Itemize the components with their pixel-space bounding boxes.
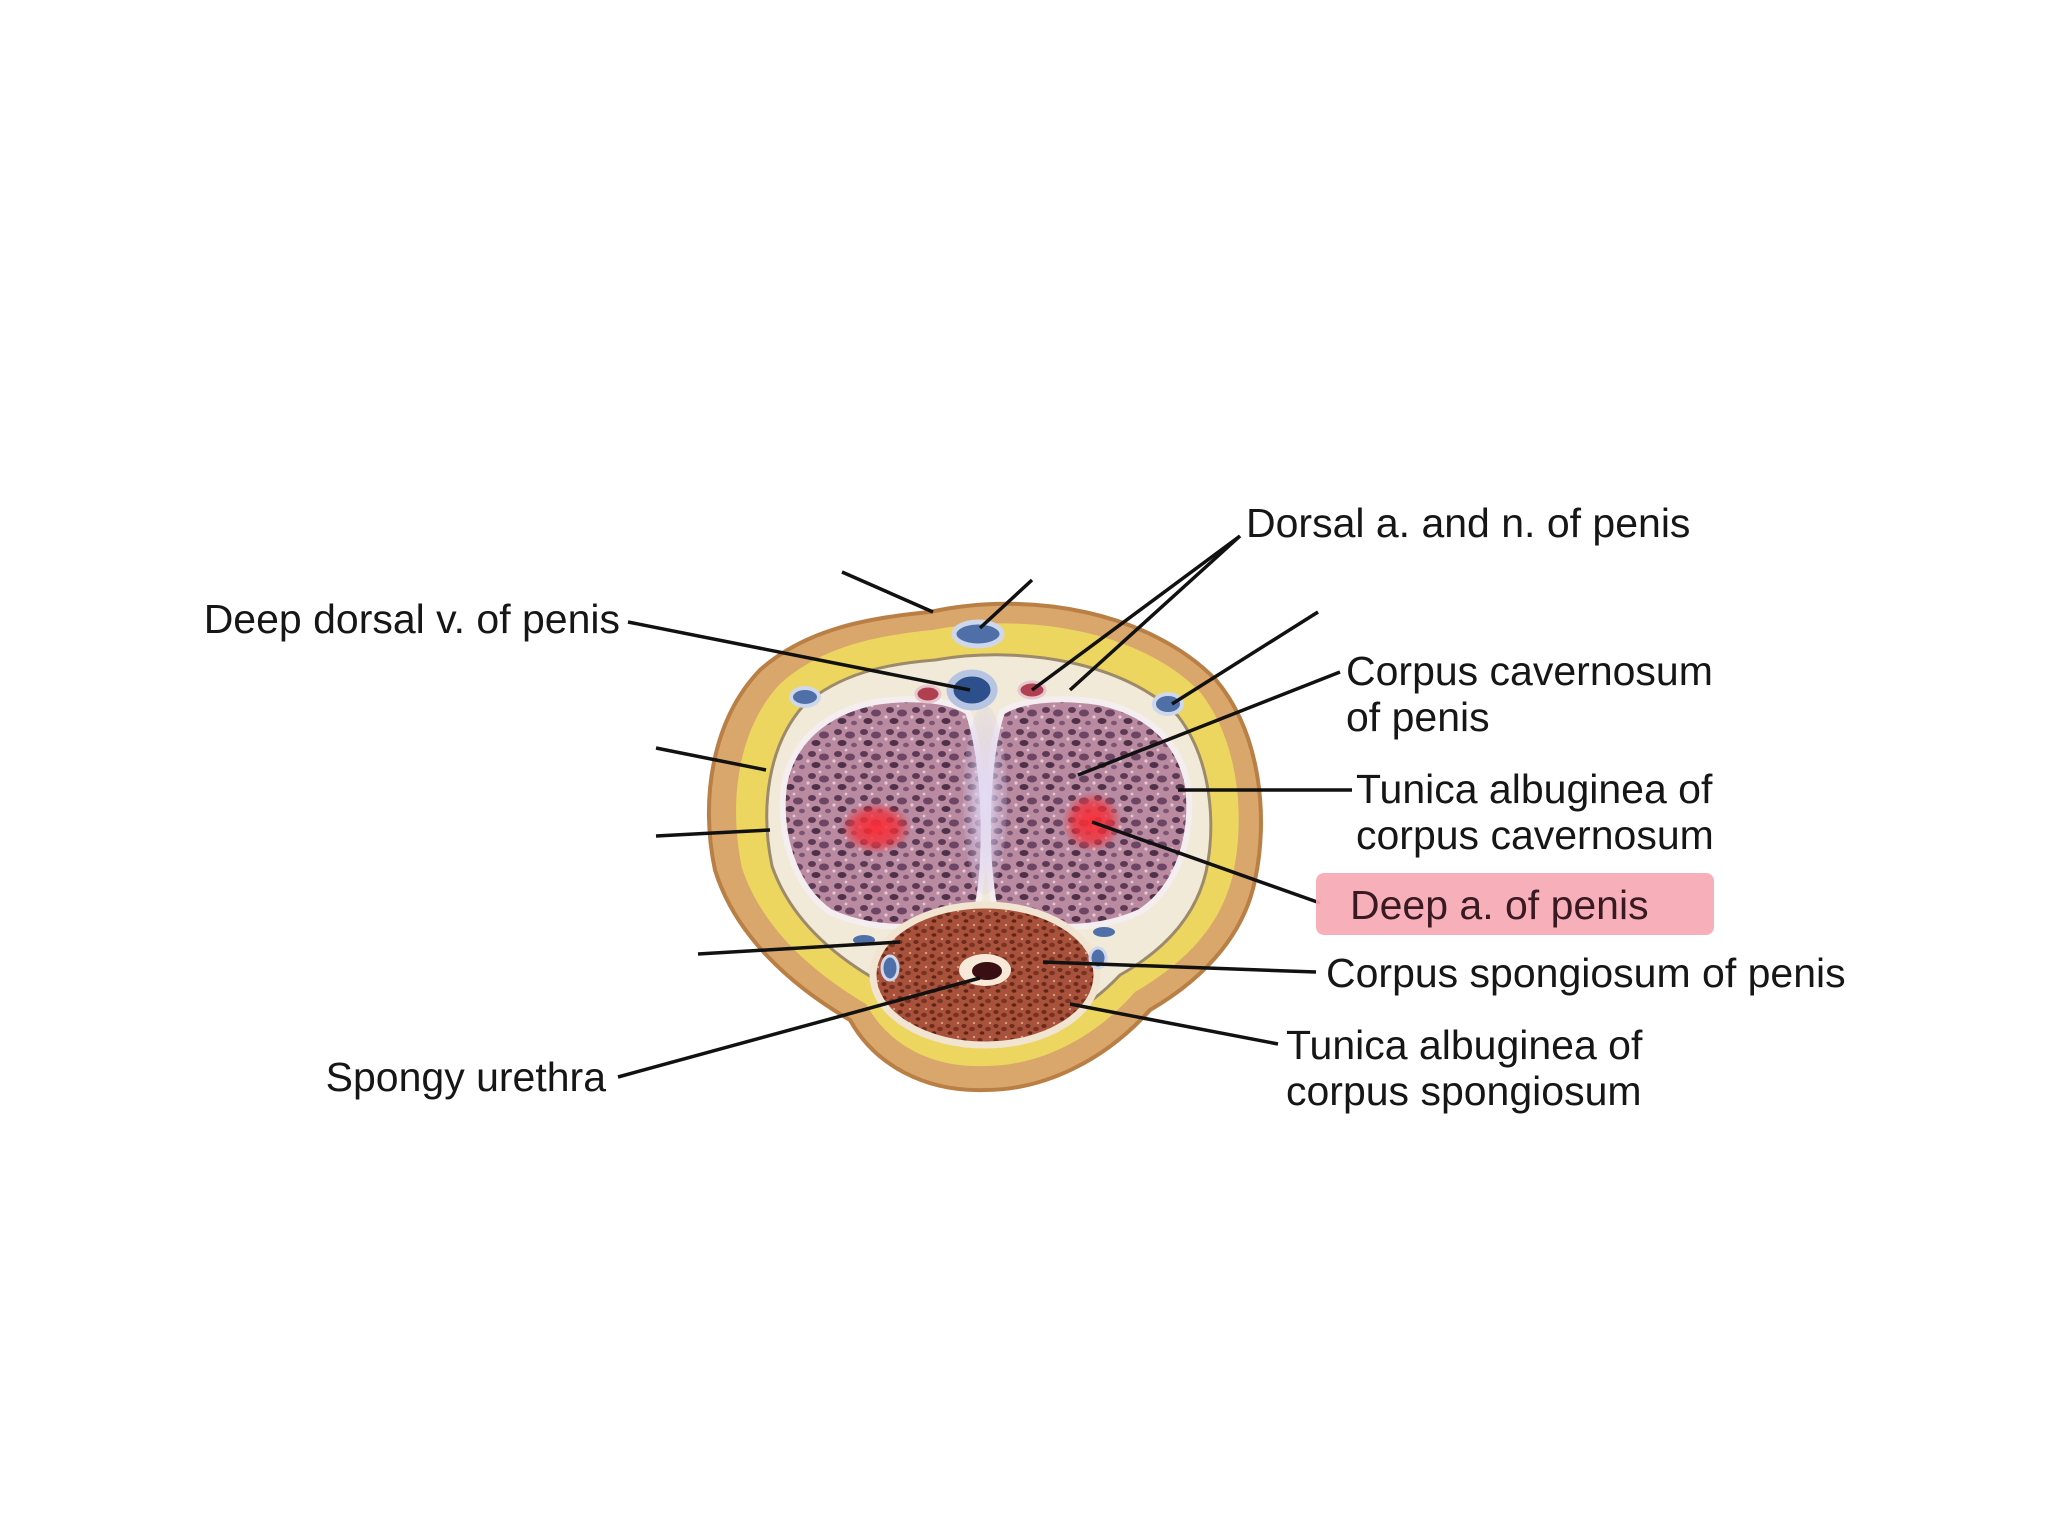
left-deep-artery-region bbox=[840, 802, 912, 854]
label-tunica-albuginea-spongiosum: Tunica albuginea of corpus spongiosum bbox=[1286, 1022, 1643, 1114]
left-lateral-vein bbox=[789, 686, 821, 708]
leader-corpus-cavernosum bbox=[1077, 670, 1341, 777]
right-small-vessel bbox=[1093, 927, 1115, 937]
leader-tunica-spongiosum bbox=[1069, 1002, 1279, 1046]
label-dorsal-artery-nerve: Dorsal a. and n. of penis bbox=[1246, 500, 1691, 546]
label-deep-artery: Deep a. of penis bbox=[1350, 882, 1649, 928]
left-inferior-vein bbox=[880, 954, 900, 982]
leader-top-left bbox=[841, 570, 934, 614]
label-spongy-urethra: Spongy urethra bbox=[325, 1054, 606, 1100]
label-tunica-albuginea-cavernosum: Tunica albuginea of corpus cavernosum bbox=[1356, 766, 1714, 858]
deep-artery-highlight bbox=[1316, 873, 1714, 935]
leader-top-mid bbox=[978, 578, 1034, 630]
leader-top-right bbox=[1171, 610, 1319, 706]
leader-left-2 bbox=[655, 828, 771, 838]
leader-left-3 bbox=[697, 940, 901, 956]
leader-dorsal-a-n-1 bbox=[1030, 534, 1242, 692]
leader-dorsal-a-n-2 bbox=[1068, 534, 1242, 692]
left-dorsal-artery bbox=[914, 684, 942, 704]
leader-deep-dorsal-vein bbox=[627, 620, 971, 692]
label-corpus-spongiosum: Corpus spongiosum of penis bbox=[1326, 950, 1846, 996]
septum-penis bbox=[963, 705, 1007, 895]
urethra-lumen bbox=[972, 962, 1002, 980]
label-corpus-cavernosum: Corpus cavernosum of penis bbox=[1346, 648, 1713, 740]
leader-deep-artery bbox=[1091, 820, 1321, 905]
leader-spongy-urethra bbox=[617, 976, 981, 1079]
leader-corpus-spongiosum bbox=[1042, 960, 1317, 974]
superficial-dorsal-vein bbox=[951, 619, 1005, 649]
deep-dorsal-vein bbox=[946, 669, 998, 711]
label-deep-dorsal-vein: Deep dorsal v. of penis bbox=[203, 596, 620, 642]
leader-lines bbox=[617, 534, 1352, 1079]
leader-left-1 bbox=[655, 746, 767, 772]
right-lateral-vein bbox=[1152, 692, 1184, 716]
